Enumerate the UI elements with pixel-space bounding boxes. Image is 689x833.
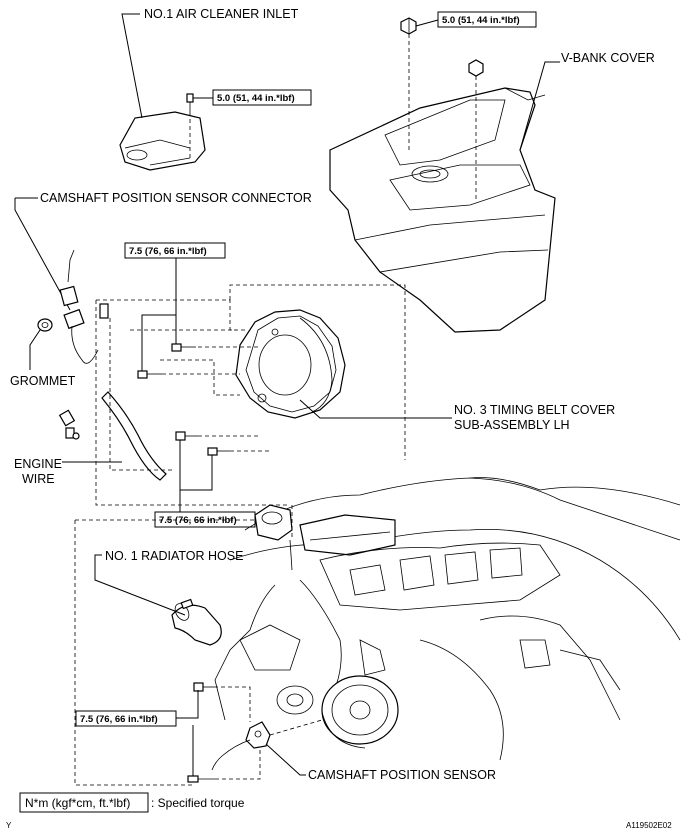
sensor-torque-label: 7.5 (76, 66 in.*lbf) <box>80 714 158 725</box>
grommet-label: GROMMET <box>10 374 76 388</box>
vbank-torque-box <box>437 11 537 28</box>
cam-sensor-connector-label: CAMSHAFT POSITION SENSOR CONNECTOR <box>40 191 312 205</box>
timing-bolt-lower-2-icon <box>207 447 230 456</box>
legend-box <box>19 792 149 813</box>
timing-bolt-lower-1-icon <box>175 431 198 441</box>
sensor-torque-box <box>75 710 177 727</box>
timing-lower-torque-box <box>154 511 256 528</box>
cam-sensor-label: CAMSHAFT POSITION SENSOR <box>308 768 496 782</box>
engine-wire <box>101 391 167 481</box>
radiator-hose-label: NO. 1 RADIATOR HOSE <box>105 549 243 563</box>
v-bank-nut-icon <box>400 17 417 35</box>
timing-belt-cover <box>235 309 346 419</box>
grommet-icon <box>37 318 53 332</box>
legend-box-text: N*m (kgf*cm, ft.*lbf) <box>25 796 130 810</box>
timing-bolt-upper-1-icon <box>171 343 196 352</box>
engine-wire-label-2: WIRE <box>22 472 55 486</box>
timing-cover-label-1: NO. 3 TIMING BELT COVER <box>454 403 615 417</box>
timing-upper-torque-label: 7.5 (76, 66 in.*lbf) <box>129 246 207 257</box>
inlet-torque-label: 5.0 (51, 44 in.*lbf) <box>217 93 295 104</box>
cam-sensor-bolt-lower-icon <box>187 775 215 783</box>
figure-code: A119502E02 <box>626 821 672 830</box>
timing-upper-torque-box <box>124 242 226 259</box>
v-bank-cover-label: V-BANK COVER <box>561 51 655 65</box>
corner-mark: Y <box>6 821 12 830</box>
v-bank-nut-2-icon <box>468 59 484 77</box>
wire-connector-icon <box>58 409 80 440</box>
v-bank-cover <box>329 87 556 333</box>
engine-wire-label-1: ENGINE <box>14 457 62 471</box>
engine-block <box>214 477 681 761</box>
timing-cover-label-2: SUB-ASSEMBLY LH <box>454 418 570 432</box>
cam-sensor-bolt-upper-icon <box>193 682 214 692</box>
air-cleaner-inlet <box>119 111 206 171</box>
air-cleaner-inlet-label: NO.1 AIR CLEANER INLET <box>144 7 299 21</box>
inlet-torque-box <box>212 89 312 106</box>
cam-pulley <box>321 675 399 749</box>
radiator-hose <box>171 598 222 646</box>
timing-bolt-upper-2-icon <box>137 370 162 379</box>
wire-clip-icon <box>99 303 109 319</box>
inlet-bolt-icon <box>186 93 194 112</box>
vbank-torque-label: 5.0 (51, 44 in.*lbf) <box>442 15 520 26</box>
legend-description: : Specified torque <box>151 796 245 810</box>
sensor-connector-icon <box>59 249 99 364</box>
cam-position-sensor <box>211 721 271 771</box>
timing-lower-torque-label: 7.5 (76, 66 in.*lbf) <box>159 515 237 526</box>
